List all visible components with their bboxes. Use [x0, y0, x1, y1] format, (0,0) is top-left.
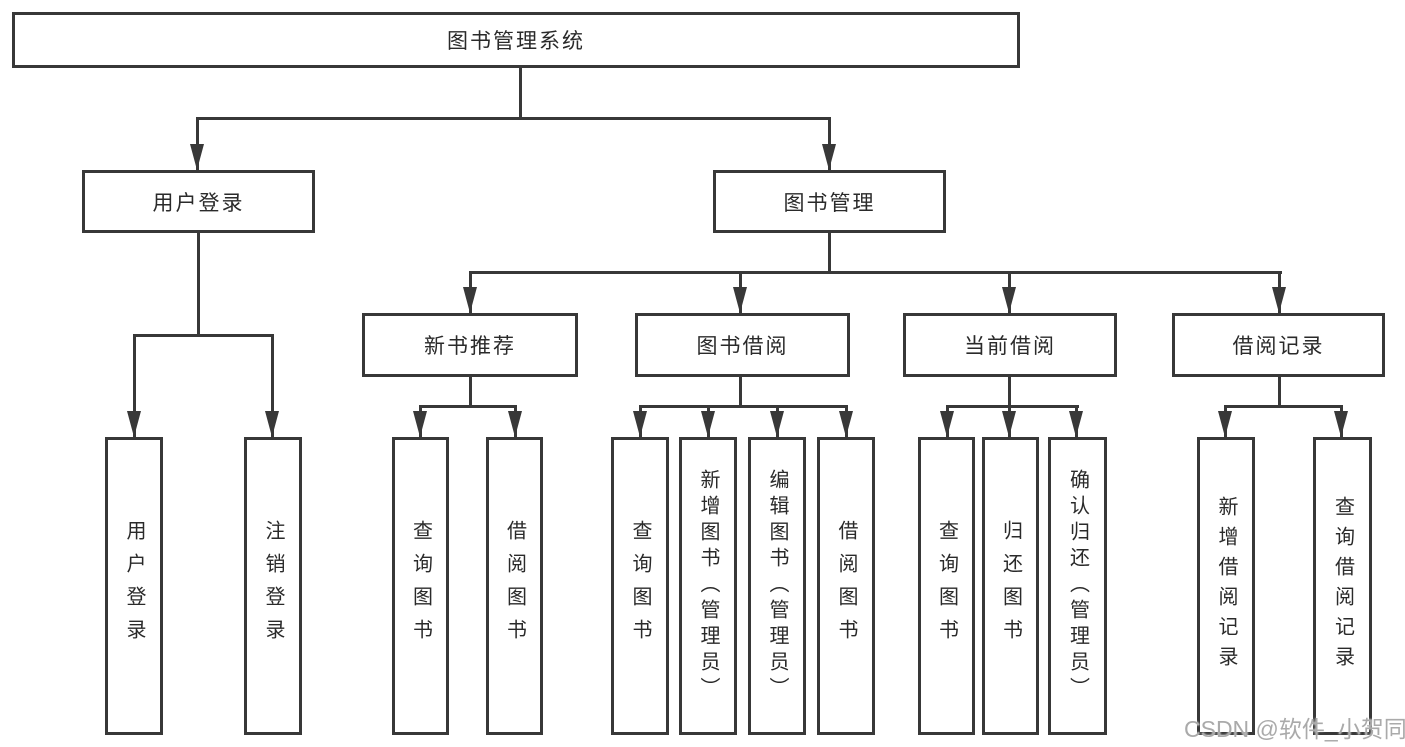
connector-borrow-records-branch	[1224, 405, 1343, 408]
leaf-query-books-1-label: 查询图书	[409, 520, 432, 652]
leaf-query-books-2-label: 查询图书	[629, 520, 651, 652]
node-new-book-recommend-label: 新书推荐	[424, 335, 516, 358]
node-borrow-records: 借阅记录	[1172, 313, 1385, 377]
arrow-down-icon	[770, 411, 784, 437]
leaf-query-books-3-label: 查询图书	[935, 520, 958, 652]
connector-root-stem	[519, 68, 522, 120]
node-root-label: 图书管理系统	[447, 30, 585, 53]
arrow-down-icon	[265, 411, 279, 437]
leaf-user-login: 用户登录	[105, 437, 163, 735]
arrow-down-icon	[1218, 411, 1232, 437]
leaf-add-book-admin-label: 新增图书（管理员）	[697, 469, 719, 703]
connector-new-book-stem	[469, 377, 472, 408]
arrow-down-icon	[413, 411, 427, 437]
leaf-query-books-1: 查询图书	[392, 437, 449, 735]
leaf-logout-label: 注销登录	[262, 520, 284, 652]
arrow-down-icon	[508, 411, 522, 437]
leaf-query-borrow-record-label: 查询借阅记录	[1331, 496, 1354, 676]
node-borrow-records-label: 借阅记录	[1232, 335, 1325, 358]
leaf-return-book-label: 归还图书	[999, 520, 1022, 652]
leaf-confirm-return-admin-label: 确认归还（管理员）	[1066, 469, 1089, 703]
csdn-watermark: CSDN @软件_小贺同学	[1184, 716, 1405, 742]
connector-current-borrow-stem	[1008, 377, 1011, 408]
leaf-logout: 注销登录	[244, 437, 302, 735]
leaf-add-book-admin: 新增图书（管理员）	[679, 437, 737, 735]
arrow-down-icon	[1002, 287, 1016, 313]
connector-new-book-branch	[419, 405, 517, 408]
leaf-add-borrow-record-label: 新增借阅记录	[1215, 496, 1237, 676]
connector-book-management-stem	[828, 233, 831, 274]
leaf-add-borrow-record: 新增借阅记录	[1197, 437, 1255, 735]
arrow-down-icon	[127, 411, 141, 437]
arrow-down-icon	[733, 287, 747, 313]
arrow-down-icon	[940, 411, 954, 437]
leaf-confirm-return-admin: 确认归还（管理员）	[1048, 437, 1107, 735]
connector-drop-book-management	[828, 117, 831, 170]
leaf-edit-book-admin: 编辑图书（管理员）	[748, 437, 806, 735]
connector-book-borrow-stem	[739, 377, 742, 408]
connector-level3-branch	[469, 271, 1282, 274]
leaf-borrow-books-1-label: 借阅图书	[503, 520, 526, 652]
connector-user-login-branch	[133, 334, 274, 337]
arrow-down-icon	[701, 411, 715, 437]
leaf-edit-book-admin-label: 编辑图书（管理员）	[766, 469, 788, 703]
node-book-management-label: 图书管理	[783, 191, 876, 215]
connector-drop-leaf-user-login	[133, 334, 136, 437]
connector-user-login-stem	[197, 233, 200, 337]
node-current-borrow-label: 当前借阅	[964, 335, 1056, 358]
connector-drop-user-login	[196, 117, 199, 170]
arrow-down-icon	[1334, 411, 1348, 437]
connector-level2-branch	[196, 117, 831, 120]
arrow-down-icon	[839, 411, 853, 437]
arrow-down-icon	[822, 144, 836, 170]
leaf-user-login-label: 用户登录	[123, 520, 145, 652]
leaf-borrow-books-1: 借阅图书	[486, 437, 543, 735]
node-new-book-recommend: 新书推荐	[362, 313, 578, 377]
connector-book-borrow-branch	[639, 405, 848, 408]
node-book-borrow-label: 图书借阅	[696, 335, 789, 358]
node-user-login-label: 用户登录	[152, 191, 245, 215]
leaf-borrow-books-2: 借阅图书	[817, 437, 875, 735]
arrow-down-icon	[1069, 411, 1083, 437]
connector-borrow-records-stem	[1278, 377, 1281, 408]
arrow-down-icon	[463, 287, 477, 313]
leaf-query-books-2: 查询图书	[611, 437, 669, 735]
node-book-management: 图书管理	[713, 170, 946, 233]
connector-current-borrow-branch	[946, 405, 1079, 408]
leaf-query-books-3: 查询图书	[918, 437, 975, 735]
node-current-borrow: 当前借阅	[903, 313, 1117, 377]
arrow-down-icon	[1002, 411, 1016, 437]
arrow-down-icon	[190, 144, 204, 170]
node-user-login: 用户登录	[82, 170, 315, 233]
node-book-borrow: 图书借阅	[635, 313, 850, 377]
leaf-query-borrow-record: 查询借阅记录	[1313, 437, 1372, 735]
node-root: 图书管理系统	[12, 12, 1020, 68]
leaf-borrow-books-2-label: 借阅图书	[835, 520, 857, 652]
arrow-down-icon	[1272, 287, 1286, 313]
arrow-down-icon	[633, 411, 647, 437]
connector-drop-leaf-logout	[271, 334, 274, 437]
leaf-return-book: 归还图书	[982, 437, 1039, 735]
